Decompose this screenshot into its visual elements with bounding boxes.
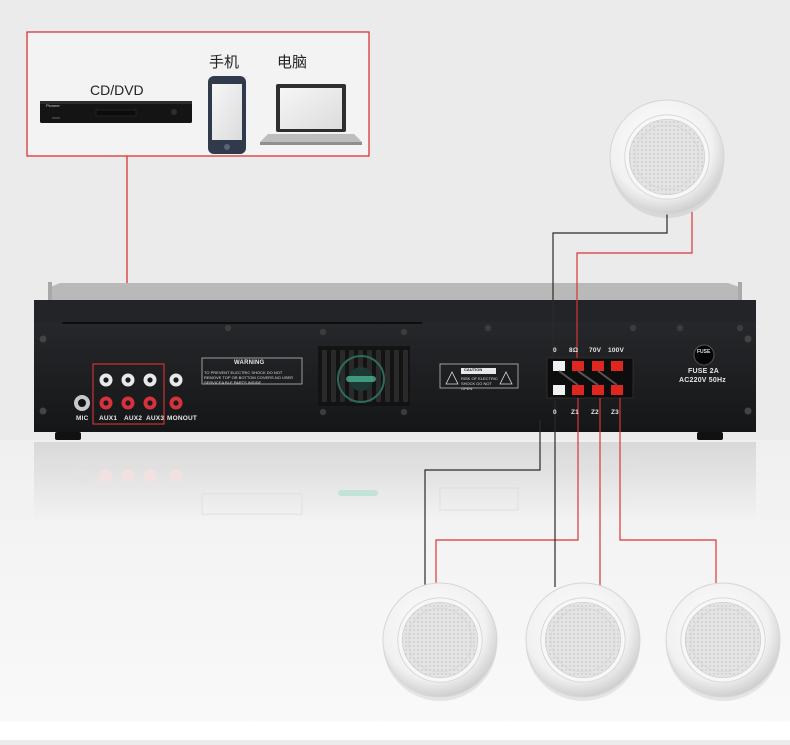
- warning-title: WARNING: [234, 360, 265, 366]
- terminal-label-z3: Z3: [611, 409, 619, 416]
- terminal-label-100v: 100V: [608, 347, 624, 354]
- dvd-player: [40, 101, 192, 123]
- terminal-label-70v: 70V: [589, 347, 602, 354]
- cooling-fan-grille: [318, 346, 410, 406]
- aux1-label: AUX1: [99, 415, 118, 422]
- monout-label: MONOUT: [167, 415, 198, 422]
- terminal-label-8ohm: 8Ω: [569, 347, 579, 354]
- smartphone: [208, 76, 246, 154]
- ceiling-speaker-top: [609, 99, 725, 218]
- phone-label: 手机: [209, 54, 240, 71]
- player-brand: Pioneer: [46, 103, 60, 108]
- warning-text: TO PREVENT ELECTRIC SHOCK DO NOT REMOVE …: [204, 370, 294, 385]
- ceiling-speaker-middle: [525, 582, 641, 701]
- power-rating: AC220V 50Hz: [679, 377, 726, 384]
- terminal-label-0: 0: [553, 347, 557, 354]
- amplifier-rear-panel: [34, 282, 756, 440]
- fuse-holder: [693, 344, 715, 366]
- mic-label: MIC: [76, 415, 89, 422]
- laptop-label: 电脑: [277, 54, 308, 71]
- cd-dvd-label: CD/DVD: [90, 82, 144, 98]
- speaker-wiring: [424, 212, 717, 587]
- aux-inputs-highlight: [92, 363, 165, 425]
- caution-title: CAUTION: [464, 367, 483, 372]
- rca-jacks: [74, 373, 183, 411]
- terminal-label-z1: Z1: [571, 409, 579, 416]
- aux2-label: AUX2: [124, 415, 143, 422]
- fuse-rating: FUSE 2A: [688, 368, 719, 375]
- ceiling-speaker-left: [382, 582, 498, 701]
- terminal-label-com: 0: [553, 409, 557, 416]
- aux3-label: AUX3: [146, 415, 165, 422]
- fuse-cap-label: FUSE: [697, 349, 711, 355]
- warning-label: [201, 357, 303, 385]
- terminal-label-z2: Z2: [591, 409, 599, 416]
- caution-text: RISK OF ELECTRIC SHOCK DO NOT OPEN: [461, 376, 498, 391]
- speaker-terminal-block: [546, 357, 634, 399]
- laptop: [260, 84, 362, 145]
- caution-label: [439, 363, 519, 389]
- amplifier-reflection: [34, 442, 756, 522]
- ceiling-speaker-right: [665, 582, 781, 701]
